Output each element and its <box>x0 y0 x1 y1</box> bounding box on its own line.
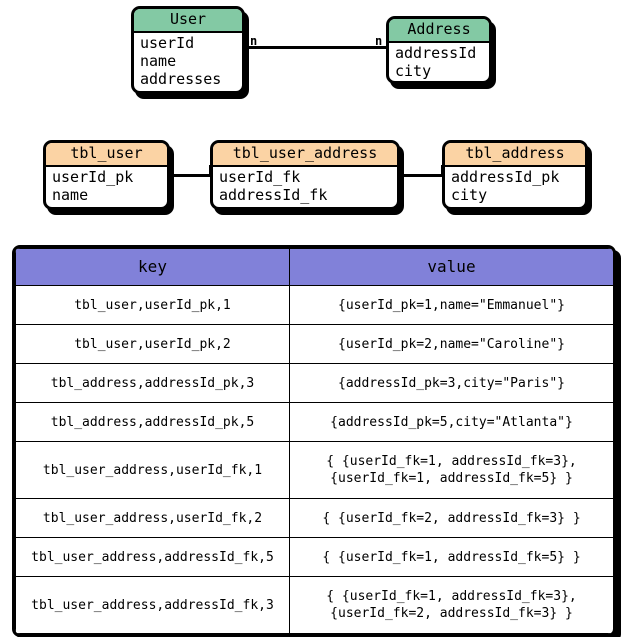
cell-value-line1: {addressId_pk=3,city="Paris"} <box>338 375 565 391</box>
cell-value: { {userId_fk=2, addressId_fk=3} } <box>289 498 613 538</box>
column-header-key: key <box>15 248 290 286</box>
connector-tbluser-tbluseraddress <box>170 174 212 177</box>
table-tbl-address-field-0: addressId_pk <box>451 168 560 186</box>
cell-value-line1: { {userId_fk=1, addressId_fk=3}, <box>326 589 577 604</box>
entity-user-field-1: name <box>140 52 177 70</box>
connector-tbluseraddress-tbladdress <box>400 174 444 177</box>
table-tbl-user-address-title: tbl_user_address <box>213 143 397 167</box>
table-tbl-user-address-field-0: userId_fk <box>219 168 301 186</box>
cell-key: tbl_user_address,userId_fk,1 <box>15 441 290 499</box>
connector-user-address-right-tick <box>386 36 389 49</box>
table-row[interactable]: tbl_user,userId_pk,1 {userId_pk=1,name="… <box>15 285 613 325</box>
table-tbl-user-title: tbl_user <box>46 143 167 167</box>
cell-value-line1: { {userId_fk=1, addressId_fk=5} } <box>322 549 581 565</box>
table-row[interactable]: tbl_user,userId_pk,2 {userId_pk=2,name="… <box>15 324 613 364</box>
cell-value: {userId_pk=1,name="Emmanuel"} <box>289 285 613 325</box>
entity-address[interactable]: Address addressId city <box>386 16 492 84</box>
cardinality-right-n: n <box>375 34 383 48</box>
table-row[interactable]: tbl_user_address,userId_fk,2 { {userId_f… <box>15 498 613 538</box>
connector-tbluser-right-tick <box>170 165 173 177</box>
table-tbl-address-field-1: city <box>451 186 488 204</box>
cell-key: tbl_user_address,addressId_fk,5 <box>15 537 290 577</box>
entity-address-field-1: city <box>395 62 432 80</box>
cell-value: { {userId_fk=1, addressId_fk=3}, {userId… <box>289 576 613 634</box>
table-row[interactable]: tbl_address,addressId_pk,3 {addressId_pk… <box>15 363 613 403</box>
entity-user-fields: userId name addresses <box>134 33 242 91</box>
cell-value: {userId_pk=2,name="Caroline"} <box>289 324 613 364</box>
entity-address-field-0: addressId <box>395 44 477 62</box>
table-row[interactable]: tbl_address,addressId_pk,5 {addressId_pk… <box>15 402 613 442</box>
connector-tbluseraddress-left-tick <box>209 165 212 177</box>
cell-key: tbl_user_address,addressId_fk,3 <box>15 576 290 634</box>
entity-user[interactable]: User userId name addresses <box>131 6 245 94</box>
entity-address-fields: addressId city <box>389 43 489 81</box>
cell-key: tbl_address,addressId_pk,3 <box>15 363 290 403</box>
table-tbl-user-address-field-1: addressId_fk <box>219 186 328 204</box>
table-tbl-user-field-0: userId_pk <box>52 168 134 186</box>
table-tbl-user[interactable]: tbl_user userId_pk name <box>43 140 170 210</box>
cell-value-line1: {addressId_pk=5,city="Atlanta"} <box>330 414 573 430</box>
cell-key: tbl_user,userId_pk,2 <box>15 324 290 364</box>
table-tbl-address-title: tbl_address <box>445 143 585 167</box>
table-tbl-address-fields: addressId_pk city <box>445 167 585 207</box>
table-tbl-address[interactable]: tbl_address addressId_pk city <box>442 140 588 210</box>
cell-value: {addressId_pk=5,city="Atlanta"} <box>289 402 613 442</box>
table-tbl-user-field-1: name <box>52 186 89 204</box>
table-row[interactable]: tbl_user_address,addressId_fk,5 { {userI… <box>15 537 613 577</box>
entity-user-field-2: addresses <box>140 70 222 88</box>
entity-user-field-0: userId <box>140 34 195 52</box>
connector-tbladdress-left-tick <box>441 165 444 177</box>
key-value-table: key value tbl_user,userId_pk,1 {userId_p… <box>12 245 616 637</box>
cardinality-left-n: n <box>250 34 258 48</box>
cell-value-line2: {userId_fk=1, addressId_fk=5} } <box>330 471 573 486</box>
table-header-row: key value <box>15 248 613 286</box>
connector-tbluseraddress-right-tick <box>400 165 403 177</box>
table-tbl-user-fields: userId_pk name <box>46 167 167 207</box>
cell-key: tbl_user,userId_pk,1 <box>15 285 290 325</box>
cell-value-line1: { {userId_fk=1, addressId_fk=3}, <box>326 454 577 469</box>
table-tbl-user-address-fields: userId_fk addressId_fk <box>213 167 397 207</box>
entity-user-title: User <box>134 9 242 33</box>
cell-value: {addressId_pk=3,city="Paris"} <box>289 363 613 403</box>
cell-value: { {userId_fk=1, addressId_fk=5} } <box>289 537 613 577</box>
cell-key: tbl_address,addressId_pk,5 <box>15 402 290 442</box>
connector-user-address-left-tick <box>245 36 248 49</box>
table-row[interactable]: tbl_user_address,addressId_fk,3 { {userI… <box>15 576 613 634</box>
cell-value-line1: {userId_pk=2,name="Caroline"} <box>338 336 565 352</box>
entity-address-title: Address <box>389 19 489 43</box>
column-header-value: value <box>289 248 613 286</box>
table-row[interactable]: tbl_user_address,userId_fk,1 { {userId_f… <box>15 441 613 499</box>
cell-value: { {userId_fk=1, addressId_fk=3}, {userId… <box>289 441 613 499</box>
connector-user-address <box>245 46 389 49</box>
cell-value-line1: {userId_pk=1,name="Emmanuel"} <box>338 297 565 313</box>
table-tbl-user-address[interactable]: tbl_user_address userId_fk addressId_fk <box>210 140 400 210</box>
cell-value-line1: { {userId_fk=2, addressId_fk=3} } <box>322 510 581 526</box>
cell-key: tbl_user_address,userId_fk,2 <box>15 498 290 538</box>
